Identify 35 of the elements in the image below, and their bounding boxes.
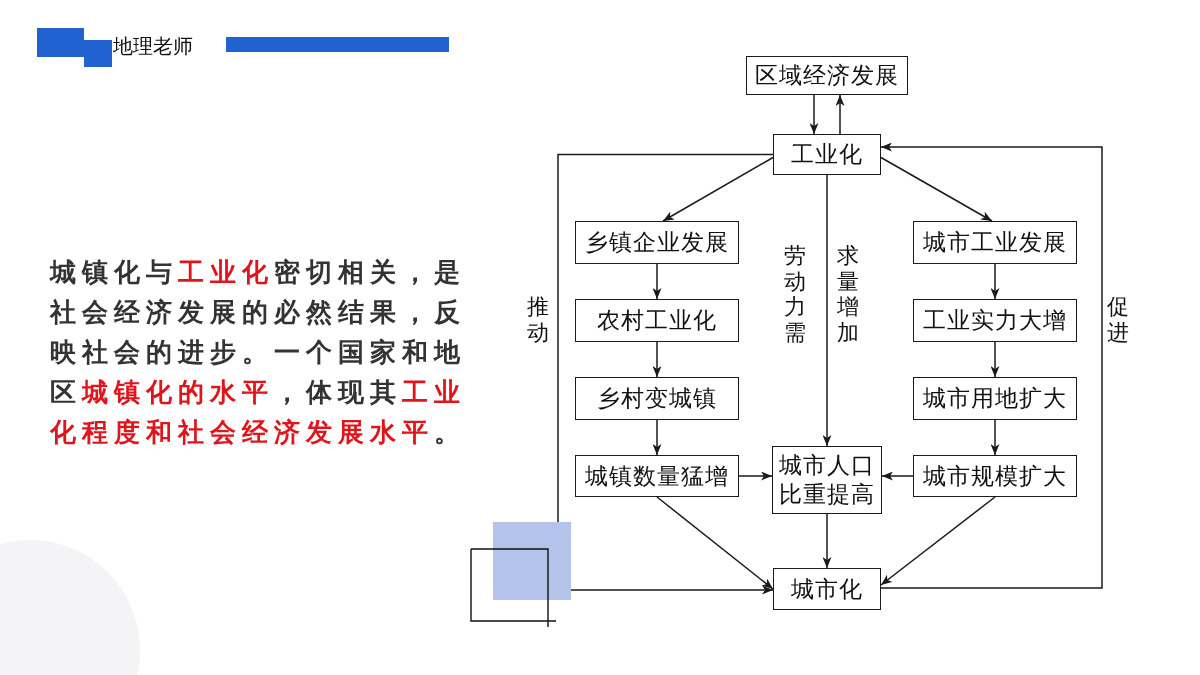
process-box: 城市工业发展 xyxy=(913,221,1077,264)
arrow xyxy=(880,142,1103,589)
process-box: 工业化 xyxy=(773,134,881,175)
arrow xyxy=(656,496,774,590)
arrow xyxy=(662,156,774,222)
edge-label: 推动 xyxy=(526,294,550,347)
arrow xyxy=(990,263,1000,300)
process-box: 城市用地扩大 xyxy=(913,377,1077,420)
arrow xyxy=(990,341,1000,378)
process-box: 乡镇企业发展 xyxy=(575,221,739,264)
edge-label: 劳动力需求量增加 xyxy=(783,243,860,347)
process-box: 城市规模扩大 xyxy=(913,455,1077,497)
arrow xyxy=(880,496,996,586)
body-text: 城镇化与工业化密切相关，是社会经济发展的必然结果，反映社会的进步。一个国家和地区城镇化的水平，体现其工业化程度和社会经济发展水平。 xyxy=(50,256,467,449)
arrow xyxy=(557,153,774,595)
arrow xyxy=(880,156,993,222)
edge-label: 促进 xyxy=(1106,294,1130,347)
arrow xyxy=(809,94,819,135)
arrow xyxy=(881,471,914,481)
arrow xyxy=(652,419,662,456)
header-text: 地理老师 xyxy=(113,33,193,60)
process-box: 乡村变城镇 xyxy=(575,377,739,420)
arrow xyxy=(652,263,662,300)
process-box: 农村工业化 xyxy=(575,299,739,342)
process-box: 城市化 xyxy=(773,568,881,610)
process-box: 工业实力大增 xyxy=(913,299,1077,342)
arrow xyxy=(822,513,832,569)
arrow xyxy=(822,174,832,447)
arrow xyxy=(652,341,662,378)
arrow xyxy=(990,419,1000,456)
arrow xyxy=(738,471,773,481)
arrow xyxy=(835,94,845,135)
process-box: 区域经济发展 xyxy=(746,56,908,95)
process-box: 城镇数量猛增 xyxy=(575,455,739,497)
process-box: 城市人口比重提高 xyxy=(772,446,882,514)
